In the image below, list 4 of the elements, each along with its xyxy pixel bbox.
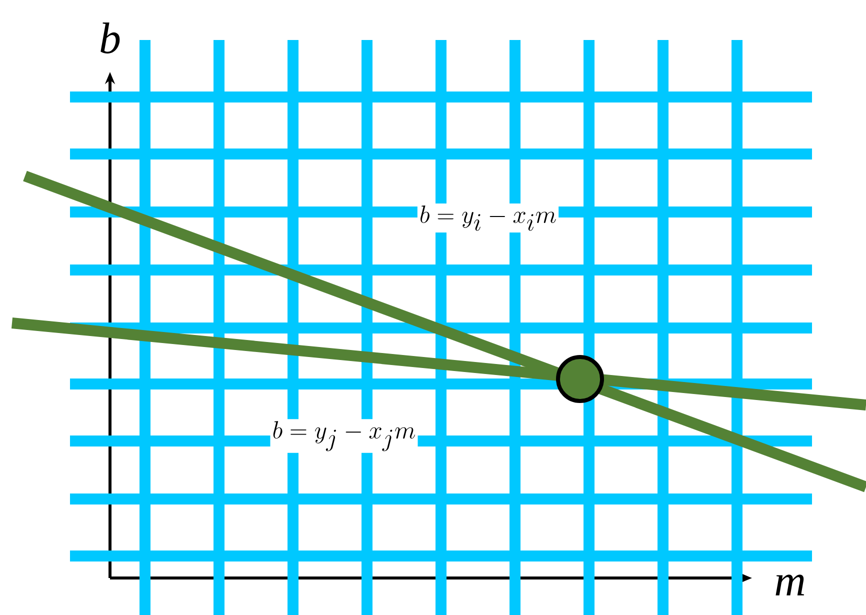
axis-label: m [772, 572, 808, 598]
equation-label: $b = y_i - x_i m$ [417, 204, 559, 232]
equation-label: $b = y_j - x_j m$ [270, 419, 418, 453]
axis-label: b [97, 20, 123, 56]
